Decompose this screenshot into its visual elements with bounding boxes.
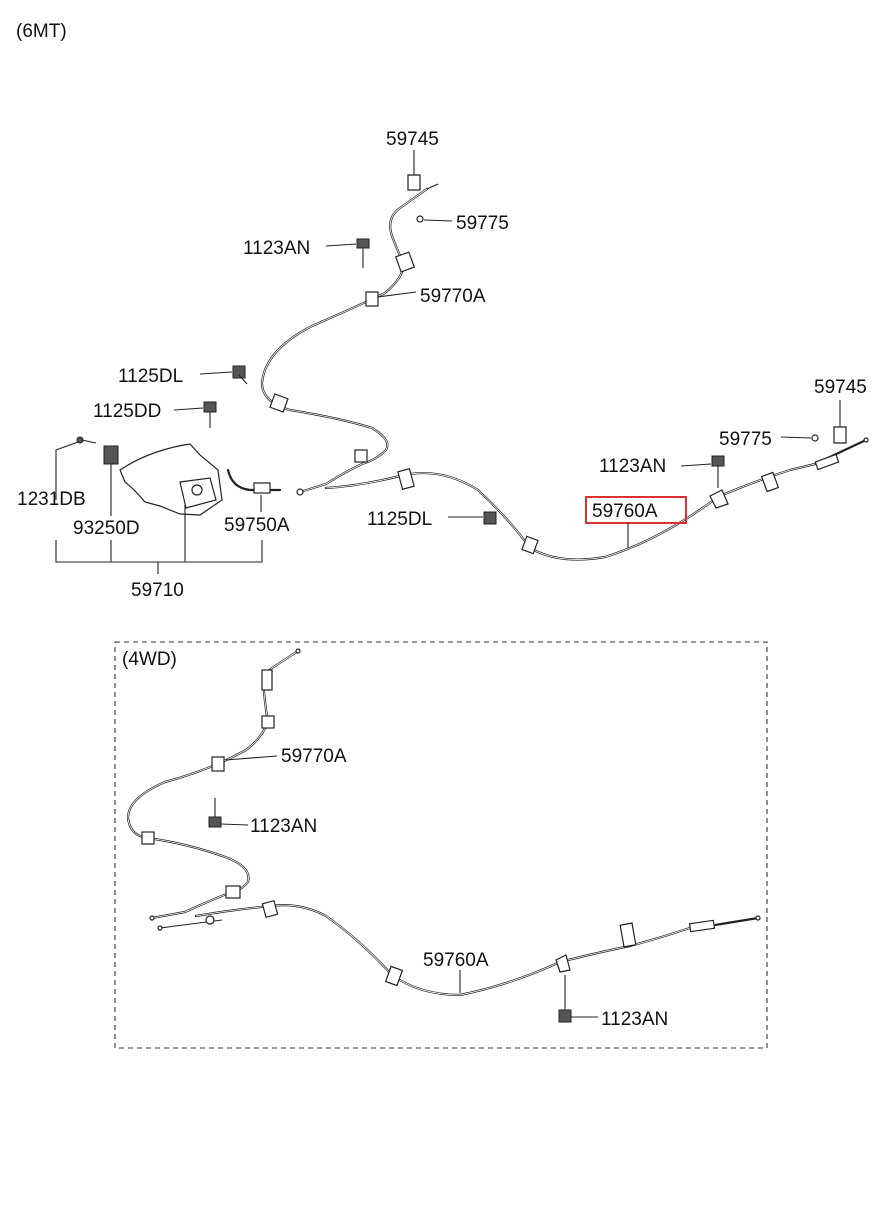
label-right-clip: 59745 xyxy=(814,377,867,398)
label-switch: 93250D xyxy=(73,518,140,539)
right-pin xyxy=(780,434,819,442)
assembly-bracket xyxy=(55,505,263,574)
screw xyxy=(55,436,97,500)
inset-label-bolt-lower: 1123AN xyxy=(601,1009,668,1030)
label-front-cable: 59770A xyxy=(420,286,486,307)
label-lever-assy: 59710 xyxy=(131,580,184,601)
inset-frame xyxy=(114,641,768,1049)
inset-label-front-cable: 59770A xyxy=(281,746,347,767)
inset-bolt-upper xyxy=(208,798,222,828)
label-top-clip: 59745 xyxy=(386,129,439,150)
inset-label: (4WD) xyxy=(122,649,177,670)
rear-cable xyxy=(324,437,869,561)
label-lever-cable: 59750A xyxy=(224,515,290,536)
right-bolt xyxy=(711,455,725,488)
bolt-dd xyxy=(203,401,217,428)
inset-bolt-lower xyxy=(558,975,572,1023)
top-pin xyxy=(416,215,453,223)
label-right-bolt: 1123AN xyxy=(599,456,666,477)
lever-cable xyxy=(226,468,282,512)
inset-rear-cable xyxy=(194,899,761,997)
front-cable xyxy=(260,183,439,496)
label-bolt-dd: 1125DD xyxy=(93,401,161,422)
top-bolt xyxy=(356,238,370,268)
inset-front-cable xyxy=(126,648,301,931)
label-top-pin: 59775 xyxy=(456,213,509,234)
label-bolt-dl-lower: 1125DL xyxy=(367,509,432,530)
inset-label-rear-cable: 59760A xyxy=(423,950,489,971)
label-screw: 1231DB xyxy=(17,489,86,510)
label-rear-cable: 59760A xyxy=(592,501,658,522)
inset-label-bolt-upper: 1123AN xyxy=(250,816,317,837)
label-top-bolt: 1123AN xyxy=(243,238,310,259)
brake-lever xyxy=(119,443,223,516)
label-right-pin: 59775 xyxy=(719,429,772,450)
right-clip xyxy=(833,400,847,444)
label-bolt-dl-upper: 1125DL xyxy=(118,366,183,387)
top-clip xyxy=(407,150,421,191)
bolt-dl-lower xyxy=(483,511,497,525)
brake-switch xyxy=(103,445,119,516)
rear-cable-highlight-box xyxy=(585,496,687,524)
variant-label: (6MT) xyxy=(16,21,67,42)
bolt-dl-upper xyxy=(232,365,248,385)
